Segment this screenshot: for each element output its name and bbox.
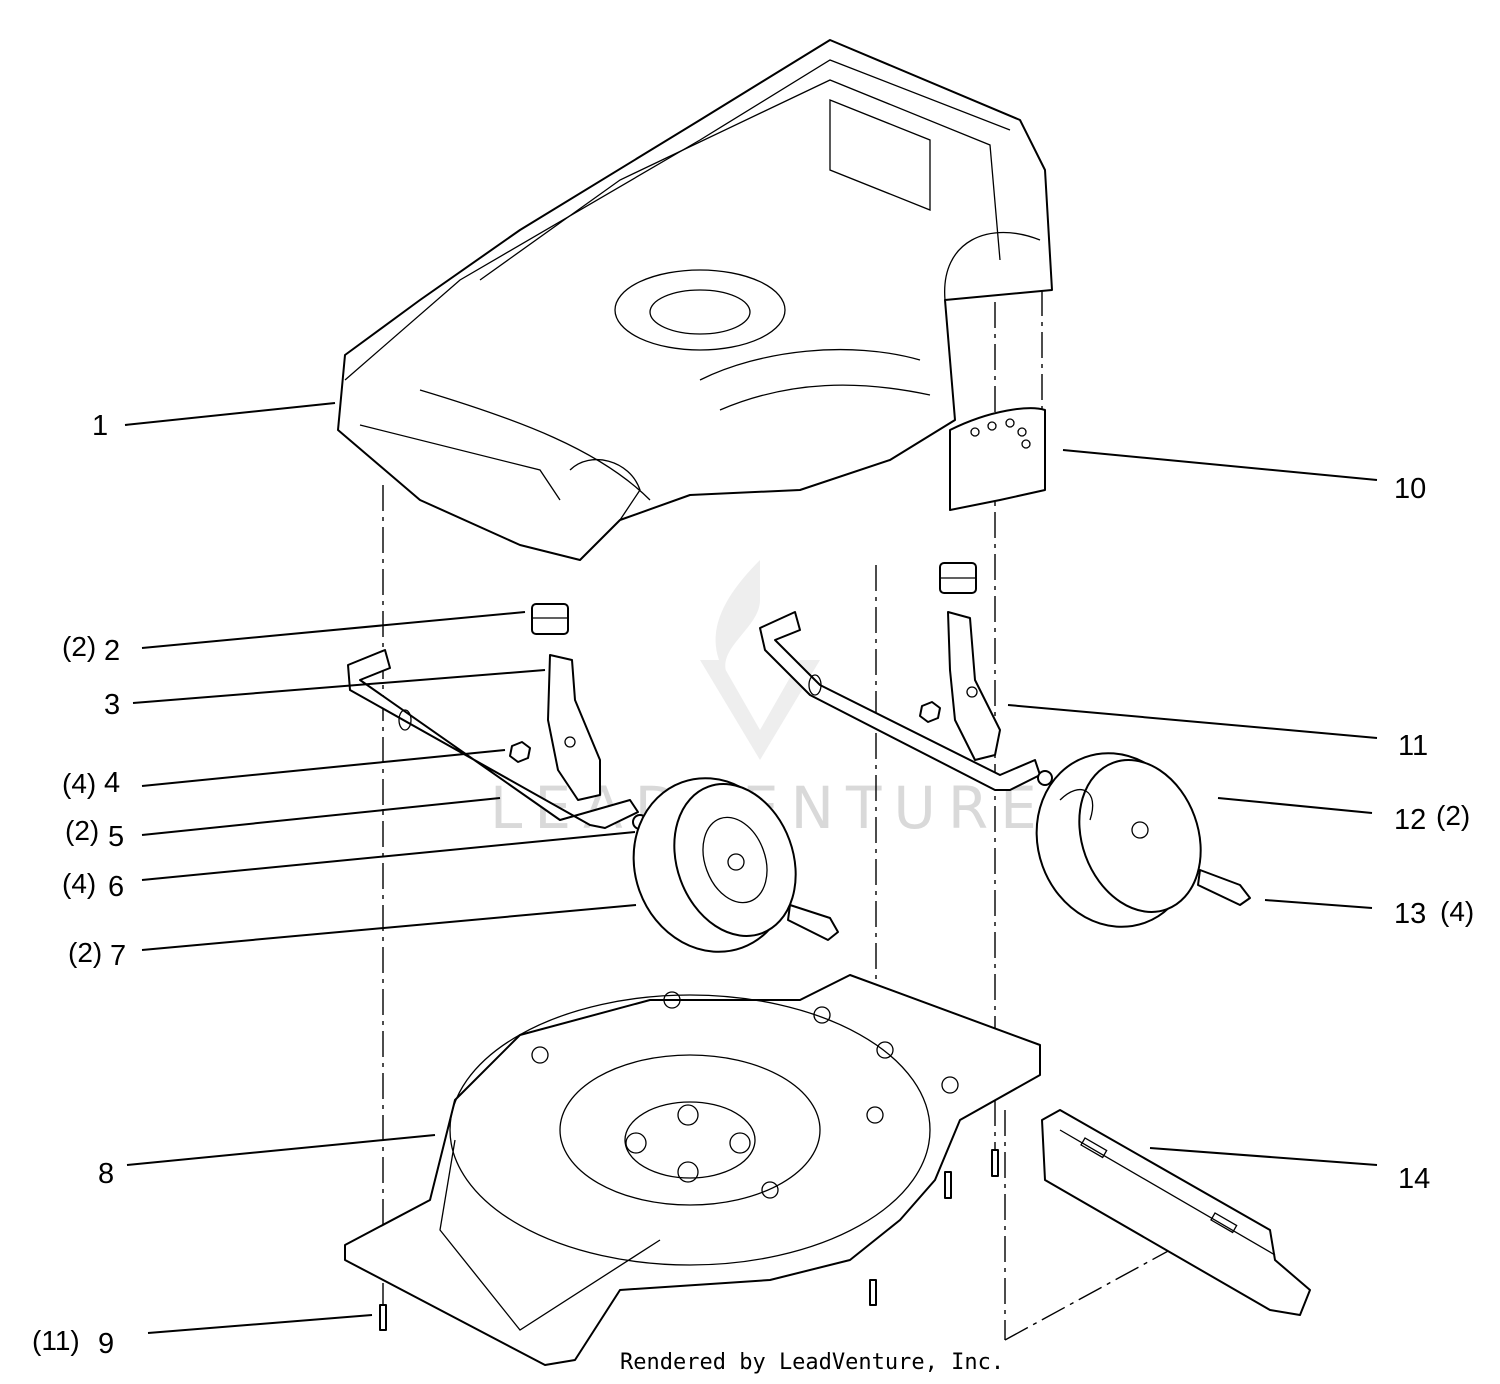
svg-text:10: 10 xyxy=(1394,473,1426,505)
callout-12: 12 (2) xyxy=(1394,800,1470,836)
callout-13: 13 (4) xyxy=(1394,896,1474,930)
svg-text:(2): (2) xyxy=(65,815,99,846)
svg-text:6: 6 xyxy=(108,871,124,903)
part-14-rear-shield xyxy=(1041,1109,1311,1316)
svg-text:12: 12 xyxy=(1394,804,1426,836)
svg-text:(11): (11) xyxy=(32,1325,80,1356)
callout-2: (2) 2 xyxy=(62,631,120,667)
callout-10: 10 xyxy=(1394,473,1426,505)
svg-text:8: 8 xyxy=(98,1158,114,1190)
part-12-wheel-right xyxy=(1035,752,1202,928)
callout-3: 3 xyxy=(104,689,120,721)
svg-text:(2): (2) xyxy=(68,937,102,968)
part-11-axle-right xyxy=(759,611,1053,791)
svg-text:(2): (2) xyxy=(1436,800,1470,831)
callout-11: 11 xyxy=(1398,730,1428,762)
part-3-bracket-left xyxy=(547,654,601,801)
svg-text:3: 3 xyxy=(104,689,120,721)
part-2-knob-right xyxy=(939,562,977,594)
callout-14: 14 xyxy=(1398,1163,1430,1195)
svg-text:7: 7 xyxy=(110,940,126,972)
part-13-bolt-right xyxy=(1197,869,1251,906)
callout-5: (2) 5 xyxy=(65,815,124,853)
svg-text:(4): (4) xyxy=(1440,896,1474,927)
part-2-knob-left xyxy=(531,603,569,635)
part-5-axle-left xyxy=(347,649,639,829)
svg-text:13: 13 xyxy=(1394,898,1426,930)
leader-lines xyxy=(124,402,1378,1334)
svg-text:2: 2 xyxy=(104,635,120,667)
svg-text:14: 14 xyxy=(1398,1163,1430,1195)
svg-text:(4): (4) xyxy=(62,868,96,899)
svg-text:11: 11 xyxy=(1398,730,1428,762)
footer-credit: Rendered by LeadVenture, Inc. xyxy=(620,1350,1004,1375)
svg-text:9: 9 xyxy=(98,1328,114,1360)
callout-9: (11) 9 xyxy=(32,1325,114,1360)
svg-text:4: 4 xyxy=(104,767,120,799)
part-8-deck xyxy=(344,974,1041,1366)
svg-text:5: 5 xyxy=(108,821,124,853)
part-11-bracket-right xyxy=(919,611,1001,761)
svg-text:1: 1 xyxy=(92,410,108,442)
part-1-housing xyxy=(337,39,1053,561)
part-7-wheel-left xyxy=(632,777,839,953)
svg-text:(4): (4) xyxy=(62,768,96,799)
callout-4: (4) 4 xyxy=(62,767,120,799)
callout-1: 1 xyxy=(92,410,108,442)
watermark-logo xyxy=(700,560,820,760)
callout-6: (4) 6 xyxy=(62,868,124,903)
svg-text:(2): (2) xyxy=(62,631,96,662)
callout-8: 8 xyxy=(98,1158,114,1190)
part-10-rear-plate xyxy=(949,407,1046,511)
part-9-screws xyxy=(379,1149,999,1331)
callout-7: (2) 7 xyxy=(68,937,126,972)
part-4-nut-left xyxy=(509,741,531,763)
